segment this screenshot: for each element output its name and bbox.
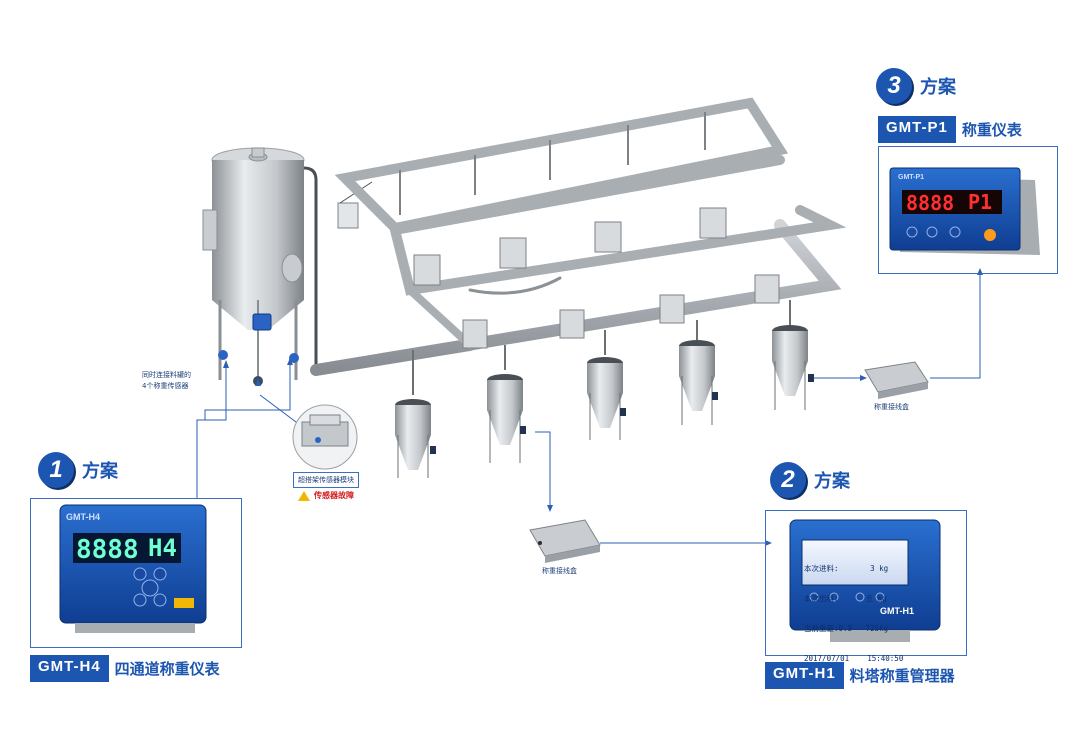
small-silos <box>395 300 814 478</box>
control-box <box>337 202 359 229</box>
junction-box-label-right: 称重接线盒 <box>874 403 909 411</box>
device-gmt-h1 <box>789 519 941 642</box>
gmt-h1-brand: GMT-H1 <box>880 606 915 616</box>
gmt-h4-model: GMT-H4 <box>30 655 109 682</box>
scheme-3-number: 3 <box>876 68 912 104</box>
main-silo <box>202 147 318 386</box>
svg-text:8888: 8888 <box>76 535 139 565</box>
feed-pipeline <box>310 97 847 376</box>
gmt-h1-model: GMT-H1 <box>765 662 844 689</box>
sensor-module-closeup <box>292 404 358 470</box>
junction-box-label-lower: 称重接线盒 <box>542 567 577 575</box>
gmt-p1-display: P1 <box>968 190 1002 214</box>
module-note: 超搭架传感器模块 <box>293 472 359 488</box>
scheme-2-frame <box>765 510 967 656</box>
scheme-3-title: 方案 <box>920 77 956 98</box>
gmt-h1-screen-line: 2017/07/01 15:40:50 <box>804 654 904 663</box>
scheme-2-number: 2 <box>770 462 806 498</box>
gmt-p1-brand: GMT-P1 <box>898 174 925 181</box>
scheme-3-heading: 3 方案 <box>876 68 956 104</box>
gmt-h4-display: H4 <box>148 534 180 562</box>
scheme-1-number: 1 <box>38 452 74 488</box>
warning-icon <box>298 490 310 501</box>
gmt-h4-desc: 四通道称重仪表 <box>114 660 220 678</box>
gmt-h1-screen-line: 当前重量:0.8 725kg <box>804 624 889 633</box>
signal-wires <box>196 275 981 544</box>
sensor-note: 同时连接料罐的 4个称重传感器 <box>142 371 191 390</box>
svg-text:8888: 8888 <box>906 191 954 215</box>
scheme-3-label: GMT-P1 称重仪表 <box>878 116 1028 143</box>
gmt-h1-screen-line: 本次出料: 五 kg <box>804 594 887 603</box>
gmt-p1-desc: 称重仪表 <box>961 121 1022 139</box>
scheme-1-heading: 1 方案 <box>38 452 118 488</box>
scheme-2-heading: 2 方案 <box>770 462 850 498</box>
gmt-h4-brand: GMT-H4 <box>66 512 101 522</box>
gmt-h1-screen: 本次进料: 3 kg 本次出料: 五 kg 当前重量:0.8 725kg 201… <box>804 544 908 674</box>
scheme-2-label: GMT-H1 料塔称重管理器 <box>765 662 961 689</box>
fault-text: 传感器故障 <box>314 491 354 500</box>
upper-hoppers <box>399 112 780 349</box>
gmt-h1-desc: 料塔称重管理器 <box>849 667 955 685</box>
gmt-h1-screen-line: 本次进料: 3 kg <box>804 564 889 573</box>
gmt-p1-model: GMT-P1 <box>878 116 956 143</box>
sensor-fault-warning: 传感器故障 <box>298 490 354 501</box>
scheme-1-frame <box>30 498 242 648</box>
junction-box-right <box>864 361 929 399</box>
junction-box-lower <box>529 519 601 563</box>
scheme-2-title: 方案 <box>814 471 850 492</box>
scheme-3-frame <box>878 146 1058 274</box>
scheme-1-label: GMT-H4 四通道称重仪表 <box>30 655 226 682</box>
scheme-1-title: 方案 <box>82 461 118 482</box>
